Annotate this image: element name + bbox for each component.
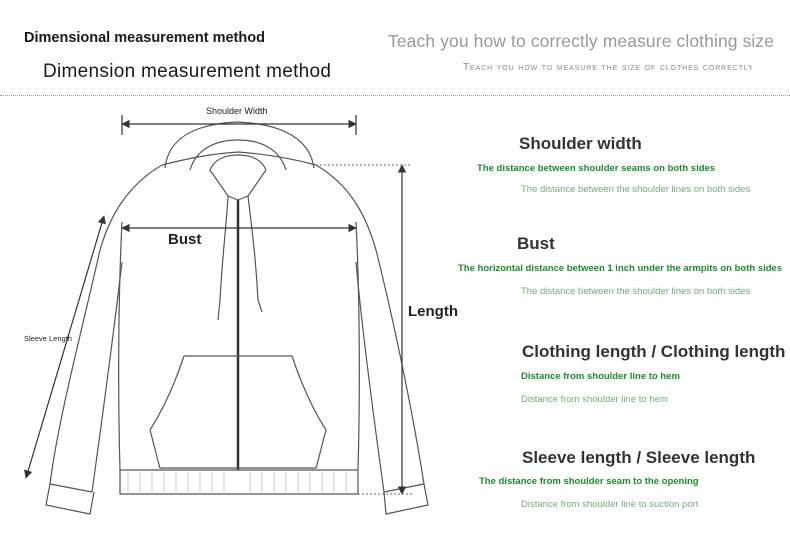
shoulder-width-label: Shoulder Width xyxy=(206,106,268,116)
header-divider xyxy=(0,95,790,96)
section-heading-length: Clothing length / Clothing length xyxy=(522,342,786,361)
header-title-right: Teach you how to correctly measure cloth… xyxy=(388,31,775,51)
section-desc-sleeve: The distance from shoulder seam to the o… xyxy=(479,476,699,487)
sleeve-measure-line xyxy=(24,215,106,479)
sleeve-length-label: Sleeve Length xyxy=(24,334,72,343)
section-desc2-shoulder: The distance between the shoulder lines … xyxy=(521,184,751,195)
header-title-large: Dimension measurement method xyxy=(43,61,332,82)
section-desc2-sleeve: Distance from shoulder line to suction p… xyxy=(521,499,699,510)
header-title-small: Dimensional measurement method xyxy=(24,30,265,46)
section-heading-sleeve: Sleeve length / Sleeve length xyxy=(522,448,756,467)
section-desc-shoulder: The distance between shoulder seams on b… xyxy=(477,163,716,174)
section-heading-shoulder: Shoulder width xyxy=(519,134,642,153)
section-heading-bust: Bust xyxy=(517,234,555,253)
hoodie-outline xyxy=(45,121,429,515)
header-subtitle-right: Teach you how to measure the size of clo… xyxy=(463,62,754,73)
length-label: Length xyxy=(408,303,458,320)
bust-label: Bust xyxy=(168,231,202,248)
section-desc-bust: The horizontal distance between 1 inch u… xyxy=(458,263,783,274)
section-desc-length: Distance from shoulder line to hem xyxy=(521,371,680,382)
section-desc2-length: Distance from shoulder line to hem xyxy=(521,394,668,405)
section-desc2-bust: The distance between the shoulder lines … xyxy=(521,286,751,297)
